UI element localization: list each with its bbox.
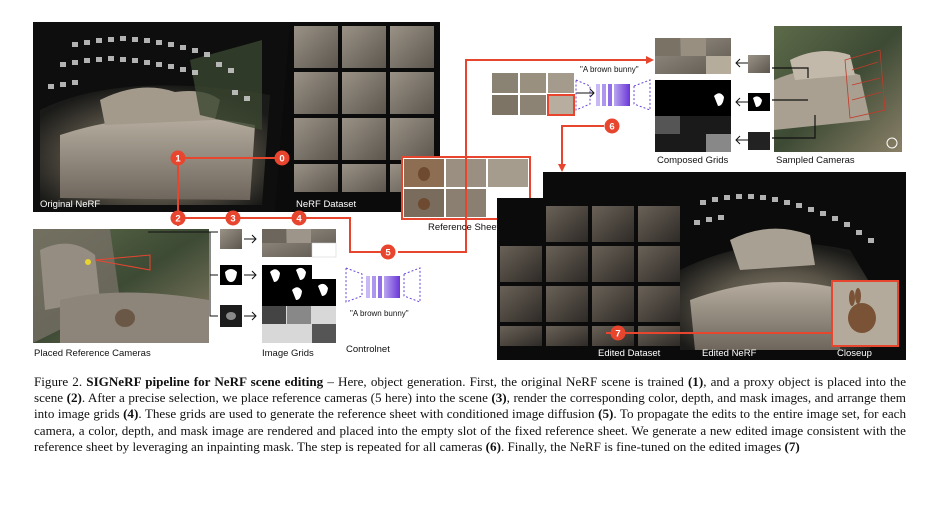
caption-text-5: . These grids are used to generate the r… [138, 406, 598, 421]
render-branch-lines [210, 232, 218, 316]
svg-text:2: 2 [175, 214, 180, 225]
caption-text-1: – Here, object generation. First, the or… [323, 374, 688, 389]
controlnet-network [346, 268, 420, 302]
caption-step-5: (5) [598, 406, 613, 421]
caption-step-2: (2) [67, 390, 82, 405]
svg-text:5: 5 [385, 248, 391, 259]
step-marker-6: 6 [605, 119, 620, 134]
original-nerf-panel [33, 22, 440, 212]
svg-text:1: 1 [175, 154, 181, 165]
caption-figure-label: Figure 2. [34, 374, 82, 389]
label-composed-grids: Composed Grids [657, 156, 728, 166]
step-marker-3: 3 [226, 211, 241, 226]
step-6-arrow-head [558, 164, 566, 172]
label-controlnet: Controlnet [346, 345, 390, 355]
caption-text-7: . Finally, the NeRF is fine-tuned on the… [501, 439, 785, 454]
label-edited-dataset: Edited Dataset [598, 349, 660, 359]
sampled-cameras-image [772, 26, 902, 152]
label-image-grids: Image Grids [262, 349, 314, 359]
figure-caption: Figure 2. SIGNeRF pipeline for NeRF scen… [34, 374, 906, 455]
svg-text:7: 7 [615, 329, 620, 340]
step-5-arrow-head [646, 56, 654, 64]
caption-step-7: (7) [784, 439, 799, 454]
step-marker-2: 2 [171, 211, 186, 226]
svg-text:0: 0 [279, 154, 284, 165]
label-placed-reference-cameras: Placed Reference Cameras [34, 349, 151, 359]
placed-reference-cameras-image [33, 229, 209, 343]
label-edited-nerf: Edited NeRF [702, 349, 756, 359]
step-marker-5: 5 [381, 245, 396, 260]
label-nerf-dataset: NeRF Dataset [296, 200, 356, 210]
svg-text:3: 3 [230, 214, 235, 225]
label-reference-sheet: Reference Sheet [428, 223, 499, 233]
composed-grids [655, 38, 731, 152]
caption-step-3: (3) [491, 390, 506, 405]
step-marker-4: 4 [292, 211, 307, 226]
caption-step-4: (4) [123, 406, 138, 421]
controlnet-network-top [576, 80, 650, 110]
pipeline-figure: 0 1 2 3 4 5 6 7 Original NeRF NeRF Datas… [0, 0, 931, 368]
caption-text-3: . After a precise selection, we place re… [82, 390, 492, 405]
step-marker-1: 1 [171, 151, 186, 166]
label-prompt-left: "A brown bunny" [350, 310, 409, 318]
caption-step-1: (1) [688, 374, 703, 389]
label-prompt-top: "A brown bunny" [580, 66, 639, 74]
caption-title: SIGNeRF pipeline for NeRF scene editing [86, 374, 323, 389]
label-sampled-cameras: Sampled Cameras [776, 156, 855, 166]
svg-text:4: 4 [296, 214, 302, 225]
image-grids [262, 229, 336, 343]
caption-step-6: (6) [486, 439, 501, 454]
label-closeup: Closeup [837, 349, 872, 359]
svg-text:6: 6 [609, 122, 614, 133]
edited-nerf-panel [497, 172, 906, 360]
step-marker-0: 0 [275, 151, 290, 166]
sampled-render-thumbs [736, 55, 770, 150]
step-marker-7: 7 [611, 326, 626, 341]
rendered-color-depth-mask [220, 229, 256, 327]
label-original-nerf: Original NeRF [40, 200, 100, 210]
